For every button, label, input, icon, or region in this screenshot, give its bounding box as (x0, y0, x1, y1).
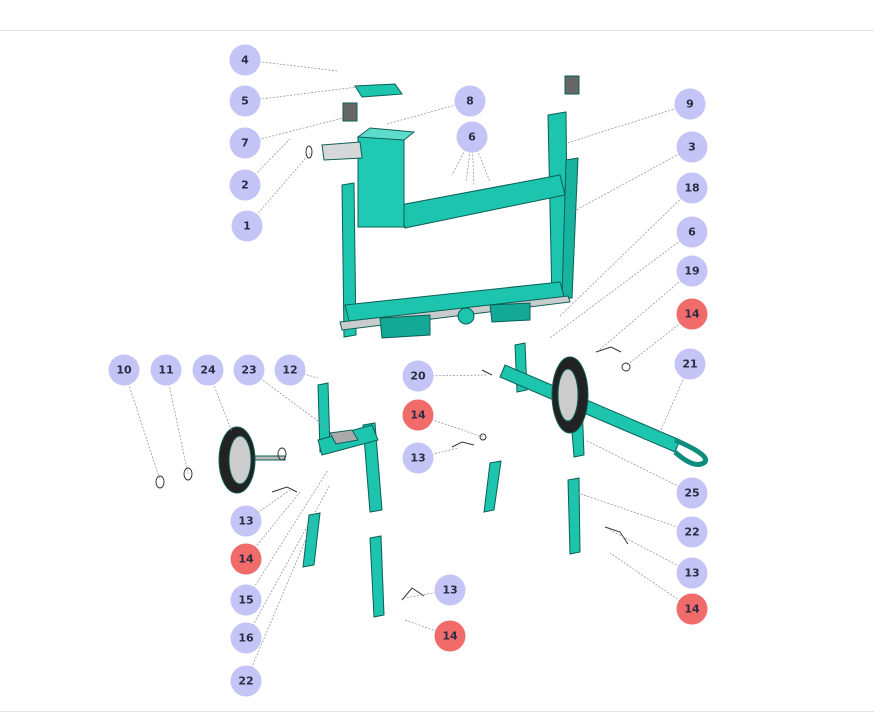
leader-line (244, 59, 339, 72)
part-callout[interactable]: 5 (229, 85, 261, 117)
part-callout[interactable]: 16 (230, 622, 262, 654)
part-callout[interactable]: 13 (676, 557, 708, 589)
part-callout[interactable]: 6 (676, 216, 708, 248)
part-callout[interactable]: 18 (676, 172, 708, 204)
part-callout[interactable]: 21 (674, 348, 706, 380)
part-callout-alert[interactable]: 14 (676, 593, 708, 625)
part-callout[interactable]: 24 (192, 354, 224, 386)
part-callout[interactable]: 12 (274, 354, 306, 386)
part-callout[interactable]: 13 (230, 505, 262, 537)
part-callout-alert[interactable]: 14 (676, 298, 708, 330)
leader-line (123, 369, 161, 481)
part-callout[interactable]: 9 (674, 88, 706, 120)
leader-line (244, 117, 344, 144)
leader-line (559, 187, 693, 317)
leader-line (566, 103, 691, 144)
leader-line (549, 231, 693, 339)
part-callout[interactable]: 22 (676, 516, 708, 548)
part-callout[interactable]: 23 (233, 354, 265, 386)
leader-line (245, 519, 315, 682)
leader-line (245, 469, 329, 601)
part-callout[interactable]: 3 (676, 131, 708, 163)
leader-line (244, 86, 358, 102)
part-callout[interactable]: 13 (402, 442, 434, 474)
part-callout[interactable]: 8 (454, 85, 486, 117)
leader-line (165, 369, 189, 475)
leader-line (566, 146, 693, 216)
part-callout[interactable]: 25 (676, 477, 708, 509)
fittings (155, 145, 631, 601)
leader-line (584, 439, 693, 494)
leader-line (609, 552, 693, 610)
main-frame (321, 75, 580, 339)
part-callout[interactable]: 11 (150, 354, 182, 386)
leader-line (248, 369, 331, 431)
part-callout[interactable]: 4 (229, 44, 261, 76)
right-axle-assembly (499, 342, 709, 467)
part-callout[interactable]: 15 (230, 584, 262, 616)
top-divider (0, 30, 874, 31)
parts-drawing (155, 75, 709, 618)
part-callout-alert[interactable]: 14 (402, 399, 434, 431)
part-callout[interactable]: 2 (229, 169, 261, 201)
leader-line (574, 491, 693, 533)
part-callout[interactable]: 20 (402, 360, 434, 392)
bottom-divider (0, 711, 874, 712)
part-callout[interactable]: 19 (676, 255, 708, 287)
leader-line (245, 484, 331, 639)
part-callout-alert[interactable]: 14 (230, 543, 262, 575)
part-callout[interactable]: 22 (230, 665, 262, 697)
legs (302, 460, 581, 618)
part-callout[interactable]: 6 (456, 121, 488, 153)
part-callout[interactable]: 1 (231, 210, 263, 242)
leader-line (597, 270, 693, 352)
part-callout[interactable]: 13 (434, 574, 466, 606)
left-axle-assembly (218, 382, 383, 513)
part-callout-alert[interactable]: 14 (434, 620, 466, 652)
part-callout[interactable]: 7 (229, 127, 261, 159)
part-callout[interactable]: 10 (108, 354, 140, 386)
